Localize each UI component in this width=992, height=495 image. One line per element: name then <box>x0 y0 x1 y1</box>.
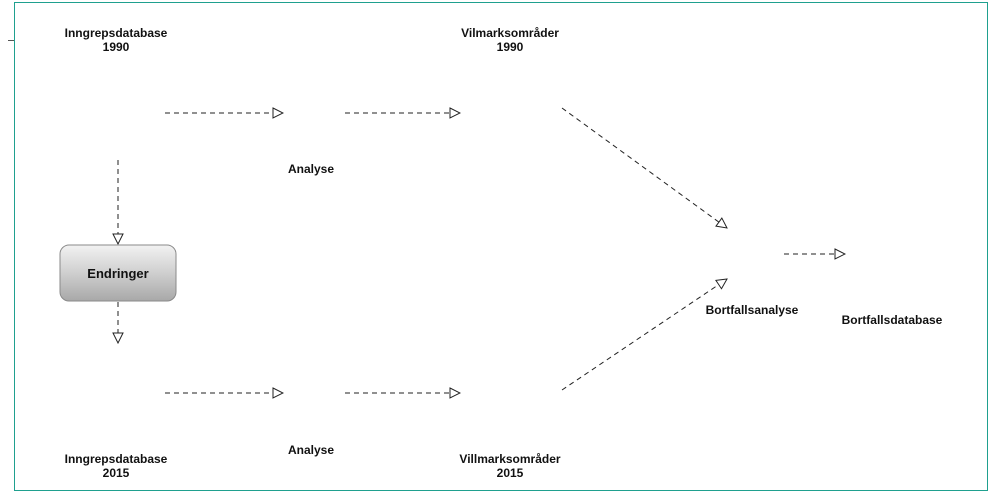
inngreps1990-label-line2: 1990 <box>103 40 130 54</box>
endringer-label: Endringer <box>87 266 148 281</box>
analyse-bottom-label: Analyse <box>288 443 334 457</box>
edge-villmark2015-bortfallsanalyse <box>561 279 727 391</box>
inngreps2015-label-line1: Inngrepsdatabase <box>65 452 168 466</box>
inngreps1990-label-line1: Inngrepsdatabase <box>65 26 168 40</box>
inngreps2015-label-line2: 2015 <box>103 466 130 480</box>
villmark2015-label-line2: 2015 <box>497 466 524 480</box>
vilmark1990-label-line1: Vilmarksområder <box>461 26 559 40</box>
diagram-frame <box>14 2 988 491</box>
endringer-box: Endringer <box>59 244 177 302</box>
edge-vilmark1990-bortfallsanalyse <box>561 107 727 228</box>
vilmark1990-label-line2: 1990 <box>497 40 524 54</box>
villmark2015-label-line1: Villmarksområder <box>459 452 560 466</box>
bortfallsanalyse-label: Bortfallsanalyse <box>706 303 799 317</box>
bortfallsdatabase-label: Bortfallsdatabase <box>842 313 943 327</box>
analyse-top-label: Analyse <box>288 162 334 176</box>
frame-tick <box>8 40 14 41</box>
